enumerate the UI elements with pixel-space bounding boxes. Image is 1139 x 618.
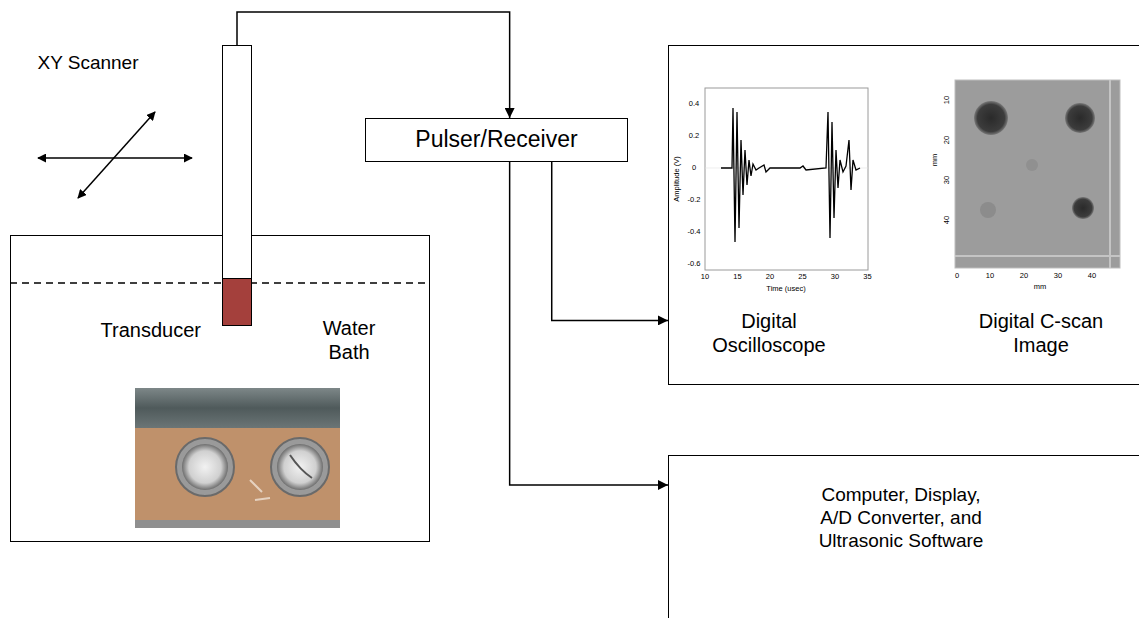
display-panel: Digital Oscilloscope Digital C-scan Image xyxy=(668,45,1139,385)
box-label: Pulser/Receiver xyxy=(415,126,577,154)
axis-unit: mm xyxy=(931,154,939,167)
computer-box: Computer, Display, A/D Converter, and Ul… xyxy=(668,455,1139,618)
specimen-hole-inner xyxy=(277,444,323,490)
bath-label: Water Bath xyxy=(309,316,389,364)
specimen-mark xyxy=(250,480,270,500)
pulser-receiver-box: Pulser/Receiver xyxy=(365,118,628,162)
oscilloscope-plot xyxy=(705,88,868,270)
signal-connector xyxy=(237,12,510,118)
tick-label: 20 xyxy=(943,136,951,144)
tick-label: 20 xyxy=(766,273,774,281)
tick-label: 0 xyxy=(955,272,959,280)
water-surface xyxy=(10,282,430,283)
c-scan-edge xyxy=(955,255,1120,257)
specimen-body xyxy=(135,388,340,528)
specimen-shading xyxy=(290,455,312,478)
signal-connector xyxy=(510,162,668,485)
c-scan-image xyxy=(955,80,1120,268)
tick-label: 0 xyxy=(692,164,696,172)
panel-caption: Digital C-scan Image xyxy=(966,309,1116,357)
axis-unit: mm xyxy=(1034,283,1047,291)
specimen-plate xyxy=(135,388,340,428)
tick-label: 0.2 xyxy=(689,132,699,140)
signal-connector xyxy=(552,162,668,320)
tick-label: -0.6 xyxy=(688,260,701,268)
tick-label: 20 xyxy=(1020,272,1028,280)
c-scan-defect xyxy=(1072,197,1094,219)
y-axis-arrow xyxy=(78,112,155,198)
c-scan-edge xyxy=(1109,80,1111,268)
specimen-photo xyxy=(135,388,340,528)
c-scan-defect xyxy=(1026,159,1038,171)
c-scan-defect xyxy=(974,101,1008,135)
tick-label: -0.2 xyxy=(688,196,701,204)
specimen-hole-inner xyxy=(182,444,228,490)
tick-label: 0.4 xyxy=(689,100,699,108)
axis-title: Amplitude (V) xyxy=(673,156,681,201)
plot-frame xyxy=(705,88,868,270)
waveform xyxy=(721,108,860,242)
tick-label: 35 xyxy=(863,273,871,281)
tick-label: 30 xyxy=(831,273,839,281)
panel-caption: Digital Oscilloscope xyxy=(694,309,844,357)
transducer: Transducer xyxy=(222,45,252,325)
scanner-label: XY Scanner xyxy=(37,53,138,72)
specimen-hole xyxy=(176,438,234,496)
tick-label: 25 xyxy=(798,273,806,281)
tick-label: 10 xyxy=(986,272,994,280)
c-scan-defect xyxy=(1065,103,1095,133)
tick-label: -0.4 xyxy=(688,228,701,236)
tick-label: 40 xyxy=(1088,272,1096,280)
water-bath: Water Bath xyxy=(10,235,430,542)
tick-label: 30 xyxy=(943,176,951,184)
tick-label: 15 xyxy=(733,273,741,281)
c-scan-ground xyxy=(955,80,1120,268)
c-scan-defect xyxy=(980,202,996,218)
box-label: Computer, Display, A/D Converter, and Ul… xyxy=(806,484,996,552)
specimen-base xyxy=(135,520,340,528)
transducer-tip xyxy=(222,278,252,326)
tick-label: 30 xyxy=(1054,272,1062,280)
axis-title: Time (usec) xyxy=(766,285,805,293)
tick-label: 10 xyxy=(943,96,951,104)
transducer-label: Transducer xyxy=(41,318,201,342)
tick-label: 10 xyxy=(701,273,709,281)
specimen-hole xyxy=(271,438,329,496)
xy-scanner-arrows xyxy=(38,112,192,198)
tick-label: 40 xyxy=(943,216,951,224)
